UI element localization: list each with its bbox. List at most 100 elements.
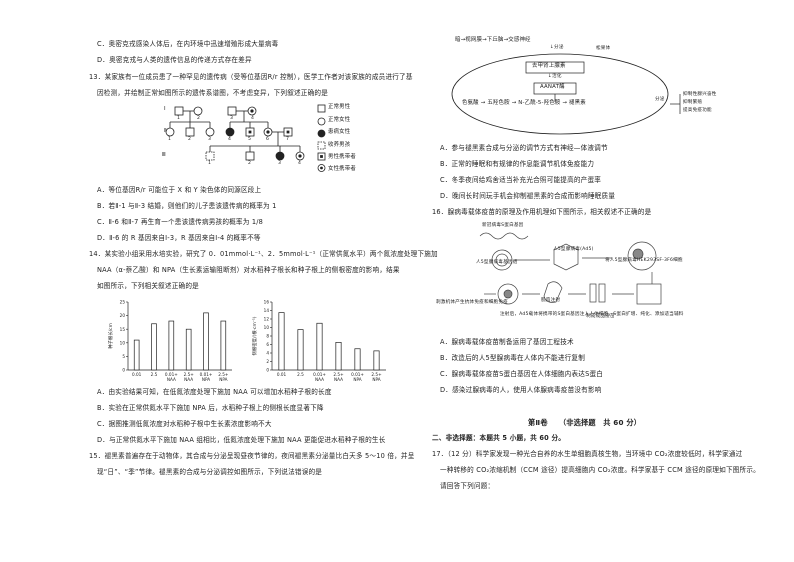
q17-line2: 一种转移的 CO₂浓缩机制（CCM 途径）提高细胞内 CO₂浓度。科学家基于 C… [440,466,760,474]
chart2-y-axis-label: 侧根密度/(根·cm⁻¹) [251,316,258,355]
legend-normal-male-symbol [317,104,326,113]
q15-option-a: A．参与褪黑素合成与分泌的调节方式有神经—体液调节 [440,144,608,152]
chart2-x-tick-label-2: NPA [353,377,361,382]
q14-stem-line1: 14．某实验小组采用水培实验，研究了 0．01mmol·L⁻¹、2．5mmol·… [89,250,438,258]
chart2-bar [297,329,304,371]
chart1-x-tick-label: 0.01 [132,372,142,377]
pedigree-gen-II: Ⅱ [164,128,167,134]
q14-option-a: A．由实验结果可知，在低氮浓度处理下施加 NAA 可以增加水稻种子根的长度 [97,388,332,396]
pedigree-II3 [205,127,215,137]
injection-arm-icon [543,281,563,303]
part2-section-heading: 二、非选择题：本题共 5 小题，共 60 分。 [432,434,566,442]
vaccine-label: 人5型腺病毒(Ad5) [553,247,594,252]
pedigree-II2 [185,127,195,137]
pedigree-II4 [225,127,235,137]
vial-icon [589,283,597,303]
q16-option-a: A．腺病毒载体疫苗制备运用了基因工程技术 [440,338,574,346]
chart1-y-tick-label: 20 [120,313,126,318]
ad5-genome-icon [491,249,513,271]
pedigree-label: 1 [168,137,172,142]
ad5-virus-icon [553,243,579,271]
q15-option-b: B．正常的睡眠和有规律的作息能调节机体免疫能力 [440,160,595,168]
legend-label: 收养男孩 [328,142,351,148]
q13-option-a: A．等位基因R/r 可能位于 X 和 Y 染色体的同源区段上 [97,186,262,194]
chart2-x-tick-label-2: NAA [315,377,324,382]
vaccine-label: 将人5型腺病毒HEK293SF-3F6细胞 [605,258,683,263]
q17-line3: 请回答下列问题： [440,482,495,490]
chart2-y-tick-label: 2 [266,359,269,364]
pedigree-label: 4 [298,161,302,166]
legend-label: 正常女性 [328,117,351,123]
chart1-y-axis-label: 种子根长/cm [107,323,114,349]
adenovirus-vaccine-diagram [479,232,662,305]
pedigree-label: 1 [208,161,212,166]
chart1-y-tick-label: 10 [120,340,126,345]
flow-effect-2: 抑制繁殖 [683,100,703,105]
pedigree-label: 3 [208,137,212,142]
chart2-bar [373,350,380,371]
vaccine-label: 刺激机体产生抗体免疫和细胞免疫 [436,300,508,305]
chart2-bar [354,348,361,371]
legend-adopted-boy-symbol [317,141,326,150]
q13-stem-line2: 因检测，并绘制正常如图所示的遗传系谱图，不考虑变异，下列叙述正确的是 [97,89,328,97]
hek293-cell-icon [627,241,657,271]
legend-label: 正常男性 [328,104,351,110]
flow-secrete-label: ↓分泌 [550,45,564,50]
chart1-y-tick-label: 0 [122,368,125,373]
pedigree-label: 3 [230,116,234,121]
pedigree-label: 4 [228,137,232,142]
pedigree-label: 2 [188,137,192,142]
chart1-x-tick-label-2: NAA [184,377,193,382]
q14-option-d: D．与正常供氮水平下施加 NAA 组相比，低氮浓度处理下施加 NAA 更能促进水… [97,436,386,444]
pedigree-gen-III: Ⅲ [162,152,166,158]
q17-line1: 17．（12 分）科学家发现一种光合自养的水生单细胞真核生物，当环境中 CO₂浓… [432,450,743,458]
flow-activate-label: ↓活化 [548,74,562,79]
flow-top-text: 暗→视网膜→下丘脑→交感神经 [455,37,531,43]
chart1-y-tick-label: 5 [122,354,125,359]
chart2-y-tick-label: 14 [264,308,270,313]
chart1-y-tick-label: 15 [120,327,126,332]
chart1-bar [185,328,192,371]
chart1-x-tick-label-2: NAA [167,377,176,382]
flow-pineal-label: 松果体 [596,46,611,51]
legend-normal-female-symbol [317,117,326,126]
q16-option-c: C．腺病毒载体疫苗S蛋白基因在人体细胞内表达S蛋白 [440,370,604,378]
part2-title: 第Ⅱ卷 （非选择题 共 60 分） [528,418,642,427]
q16-option-b: B．改造后的人5型腺病毒在人体内不能进行复制 [440,354,585,362]
chart1-y-tick-label: 25 [120,300,126,305]
chart1-x-tick-label-2: NPA [202,377,210,382]
vaccine-label: 注射后，Ad5载体将携带的S蛋白基因注入人体细胞，S蛋白 [500,312,626,317]
chart2-x-tick-label: 0.01+ [313,372,326,377]
pedigree-chart [165,104,326,172]
q12-option-d: D．奥密克戎与人类的遗传信息的传递方式存在差异 [97,56,252,64]
melatonin-regulation-diagram [451,53,681,135]
human-cell-icon [497,283,519,305]
chart1-x-tick-label-2: NPA [219,377,227,382]
pedigree-label: 5 [248,137,252,142]
q14-stem-line3: 如图所示，下列相关叙述正确的是 [97,282,199,290]
q15-stem-line2: 现“日”、“季”节律。褪黑素的合成与分泌调控如图所示，下列说法错误的是 [97,468,323,476]
flow-chain: 色氨酸 → 五羟色胺 → N-乙酰-5-羟色胺 → 褪黑素 [462,100,586,106]
chart1-x-tick-label: 0.01+ [200,372,213,377]
q14-stem-line2: NAA（α-萘乙酸）和 NPA（生长素运输阻断剂）对水稻种子根长和种子根上的侧根… [97,266,400,274]
flow-effect-3: 提高免疫功能 [683,108,712,113]
pedigree-III2 [245,151,255,161]
pedigree-label: 2 [248,161,252,166]
q12-option-c: C．奥密克戎感染人体后，在内环境中迅速增殖形成大量病毒 [97,40,279,48]
flow-secrete2-label: 分泌 [655,97,665,102]
chart2-x-tick-label: 2.5+ [371,372,382,377]
vaccine-label: 扩增、纯化、添加适当辅料 [626,312,684,317]
chart2-bar [335,342,342,371]
pedigree-II1 [165,127,175,137]
chart1-x-tick-label: 0.01+ [165,372,178,377]
pedigree-label: 6 [266,137,270,142]
pedigree-III1 [205,151,215,161]
chart2-x-tick-label-2: NAA [334,377,343,382]
q16-option-d: D．感染过腺病毒的人，使用人体腺病毒疫苗没有影响 [440,386,602,394]
legend-label: 女性携带者 [328,166,356,172]
legend-affected-female-symbol [317,129,326,138]
q13-stem-line1: 13．某家族有一位成员患了一种罕见的遗传病（受等位基因R/r 控制），医学工作者… [89,73,413,81]
pedigree-I1 [174,106,184,116]
